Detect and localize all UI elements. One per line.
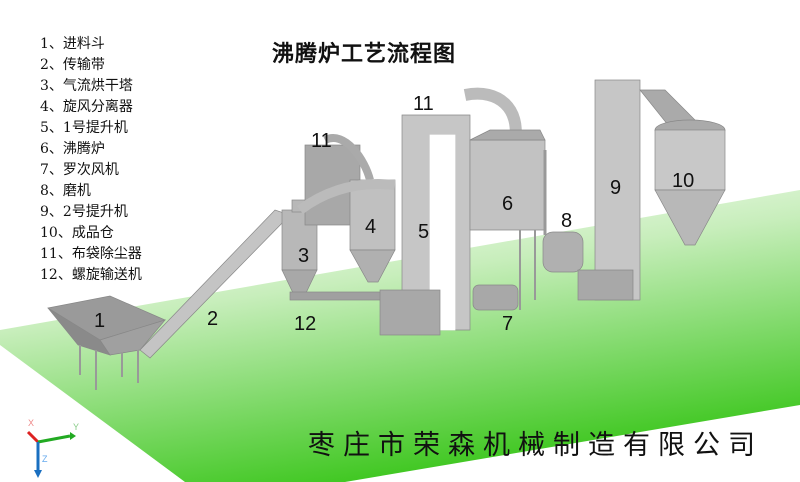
legend-item: 5、1号提升机: [40, 120, 128, 136]
feed-hopper: [47, 295, 167, 390]
legend-item: 12、螺旋输送机: [40, 267, 142, 283]
axis-z-label: Z: [42, 454, 48, 464]
legend-item: 7、罗次风机: [40, 162, 119, 178]
legend-item: 2、传输带: [40, 57, 105, 73]
label-12: 12: [294, 313, 316, 335]
label-2: 2: [207, 308, 218, 330]
legend-item: 11、布袋除尘器: [40, 246, 142, 262]
label-6: 6: [502, 193, 513, 215]
legend-item: 6、沸腾炉: [40, 141, 105, 157]
legend-item: 8、磨机: [40, 183, 91, 199]
legend: 1、进料斗 2、传输带 3、气流烘干塔 4、旋风分离器 5、1号提升机 6、沸腾…: [40, 34, 142, 286]
legend-item: 1、进料斗: [40, 36, 105, 52]
legend-item: 10、成品仓: [40, 225, 114, 241]
label-3: 3: [298, 245, 309, 267]
page-title: 沸腾炉工艺流程图: [272, 41, 457, 67]
label-9: 9: [610, 177, 621, 199]
company-name: 枣庄市荣森机械制造有限公司: [308, 430, 763, 461]
legend-item: 4、旋风分离器: [40, 99, 133, 115]
boiling-furnace: [469, 129, 546, 310]
label-10: 10: [672, 170, 694, 192]
legend-item: 3、气流烘干塔: [40, 78, 133, 94]
legend-item: 9、2号提升机: [40, 204, 128, 220]
roots-blower: [472, 284, 519, 311]
axis-triad: X Y Z: [26, 418, 79, 478]
label-8: 8: [561, 210, 572, 232]
bucket-elevator-1: [379, 114, 471, 336]
label-7: 7: [502, 313, 513, 335]
label-1: 1: [94, 310, 105, 332]
mill: [542, 150, 584, 273]
label-11b: 11: [413, 93, 434, 115]
cyclone-separator: [297, 179, 396, 283]
label-5: 5: [418, 221, 429, 243]
label-11a: 11: [311, 130, 332, 152]
axis-y-label: Y: [73, 422, 79, 432]
axis-x-label: X: [28, 418, 34, 428]
label-4: 4: [365, 216, 376, 238]
product-silo: [654, 119, 726, 246]
